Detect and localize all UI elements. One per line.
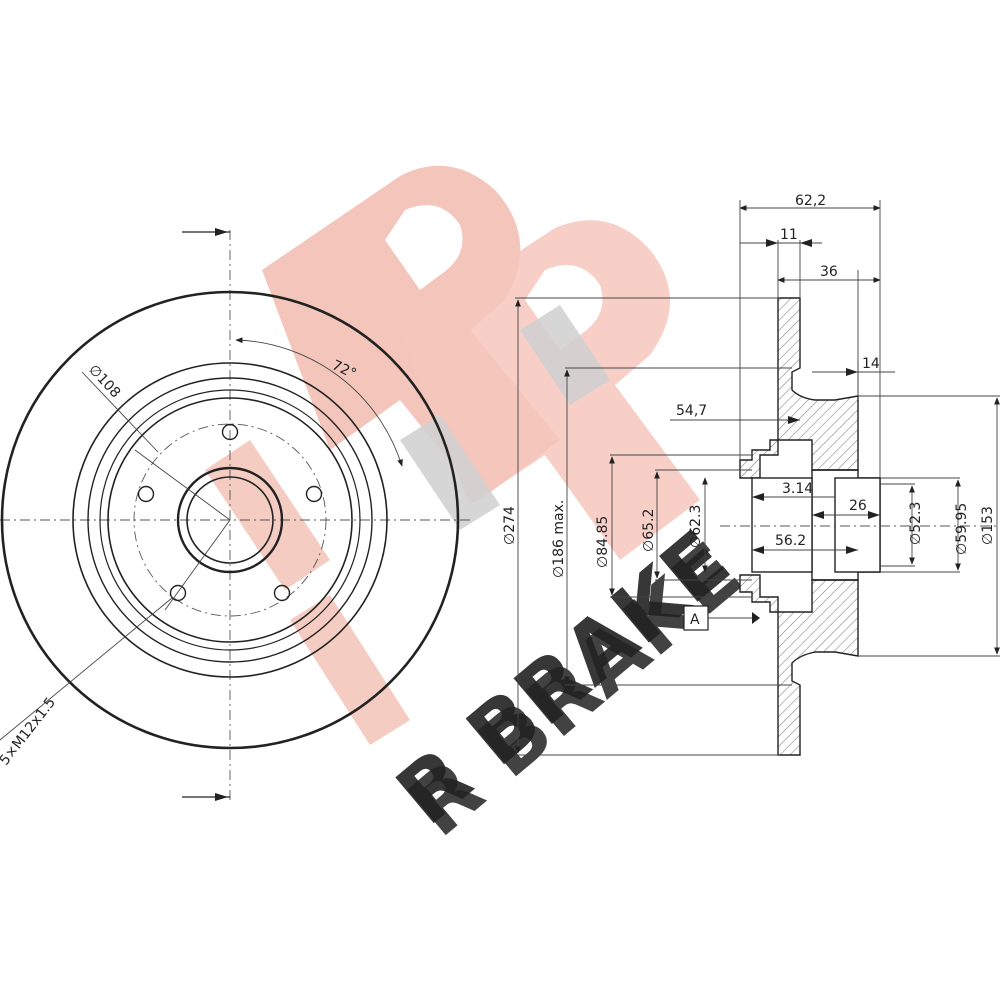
dim-36-label: 36 bbox=[820, 264, 838, 280]
center-bore-inner bbox=[186, 476, 274, 564]
dim-153-label: ∅153 bbox=[980, 506, 996, 545]
dim-14-label: 14 bbox=[862, 356, 880, 372]
datum-frame bbox=[683, 605, 709, 631]
dimension-153: ∅153 bbox=[980, 397, 1000, 655]
dimension-11: 11 bbox=[740, 227, 822, 247]
dim-65-2-label: ∅65.2 bbox=[641, 509, 657, 552]
angle-dimension-arc bbox=[235, 337, 403, 467]
center-bore-outer bbox=[176, 466, 284, 574]
bolt-radial-lines bbox=[134, 449, 231, 611]
bolt-holes bbox=[137, 423, 323, 602]
datum-a: A bbox=[683, 605, 760, 631]
dimension-65-2: ∅65.2 bbox=[641, 471, 660, 579]
disc-outer-edge bbox=[0, 290, 460, 750]
bolt-hole bbox=[273, 584, 291, 602]
dimension-52-3: ∅52.3 bbox=[908, 485, 924, 565]
hat-step-inner bbox=[99, 389, 361, 651]
dim-186-label: ∅186 max. bbox=[551, 500, 567, 578]
dim-26-label: 26 bbox=[849, 498, 867, 514]
bolt-hole bbox=[305, 485, 323, 503]
thread-leader bbox=[0, 597, 173, 741]
dim-11-label: 11 bbox=[780, 227, 798, 243]
hat-step-outer bbox=[87, 377, 373, 663]
bolt-hole bbox=[137, 485, 155, 503]
dimension-54-7: 54,7 bbox=[670, 403, 800, 424]
dim-84-85-label: ∅84.85 bbox=[595, 516, 611, 568]
dimension-84-85: ∅84.85 bbox=[595, 456, 615, 596]
datum-label: A bbox=[690, 612, 700, 628]
hub-bore-cavity bbox=[834, 477, 881, 573]
dimension-14: 14 bbox=[812, 356, 895, 376]
dimension-26: 26 bbox=[812, 498, 880, 519]
section-profile-lower bbox=[739, 574, 859, 756]
dimension-3-14: 3.14 bbox=[752, 481, 835, 501]
section-marker-top bbox=[182, 228, 230, 236]
bearing-seat-cavity bbox=[751, 477, 813, 573]
dimension-56-2: 56.2 bbox=[752, 533, 858, 554]
brand-watermark: R BRAKE R BRAKE bbox=[205, 165, 760, 855]
dim-274-label: ∅274 bbox=[502, 506, 518, 545]
dim-59-95-label: ∅59.95 bbox=[954, 503, 970, 555]
friction-ring-inner bbox=[72, 362, 388, 678]
dim-total-width-label: 62,2 bbox=[795, 193, 826, 209]
dimension-186: ∅186 max. bbox=[551, 369, 570, 684]
dim-62-3-label: ∅62.3 bbox=[688, 505, 704, 548]
dim-54-7-label: 54,7 bbox=[676, 403, 707, 419]
dimension-36: 36 bbox=[777, 264, 881, 283]
bolt-circle bbox=[133, 423, 327, 617]
dim-52-3-label: ∅52.3 bbox=[908, 502, 924, 545]
hub-flange bbox=[107, 397, 353, 643]
dimension-274: ∅274 bbox=[502, 299, 521, 754]
bolt-circle-leader bbox=[81, 371, 159, 453]
bolt-hole bbox=[169, 584, 187, 602]
section-view: 62,2 11 36 14 54,7 3.14 bbox=[502, 193, 1000, 756]
dim-3-14-label: 3.14 bbox=[782, 481, 813, 497]
section-marker-bottom bbox=[182, 793, 230, 801]
dimension-59-95: ∅59.95 bbox=[954, 479, 970, 571]
dimension-total-width: 62,2 bbox=[739, 193, 881, 211]
thread-spec-label: 5×M12x1.5 bbox=[0, 695, 59, 769]
dimension-62-3: ∅62.3 bbox=[688, 477, 708, 573]
section-profile-upper bbox=[739, 297, 859, 479]
dim-56-2-label: 56.2 bbox=[775, 533, 806, 549]
